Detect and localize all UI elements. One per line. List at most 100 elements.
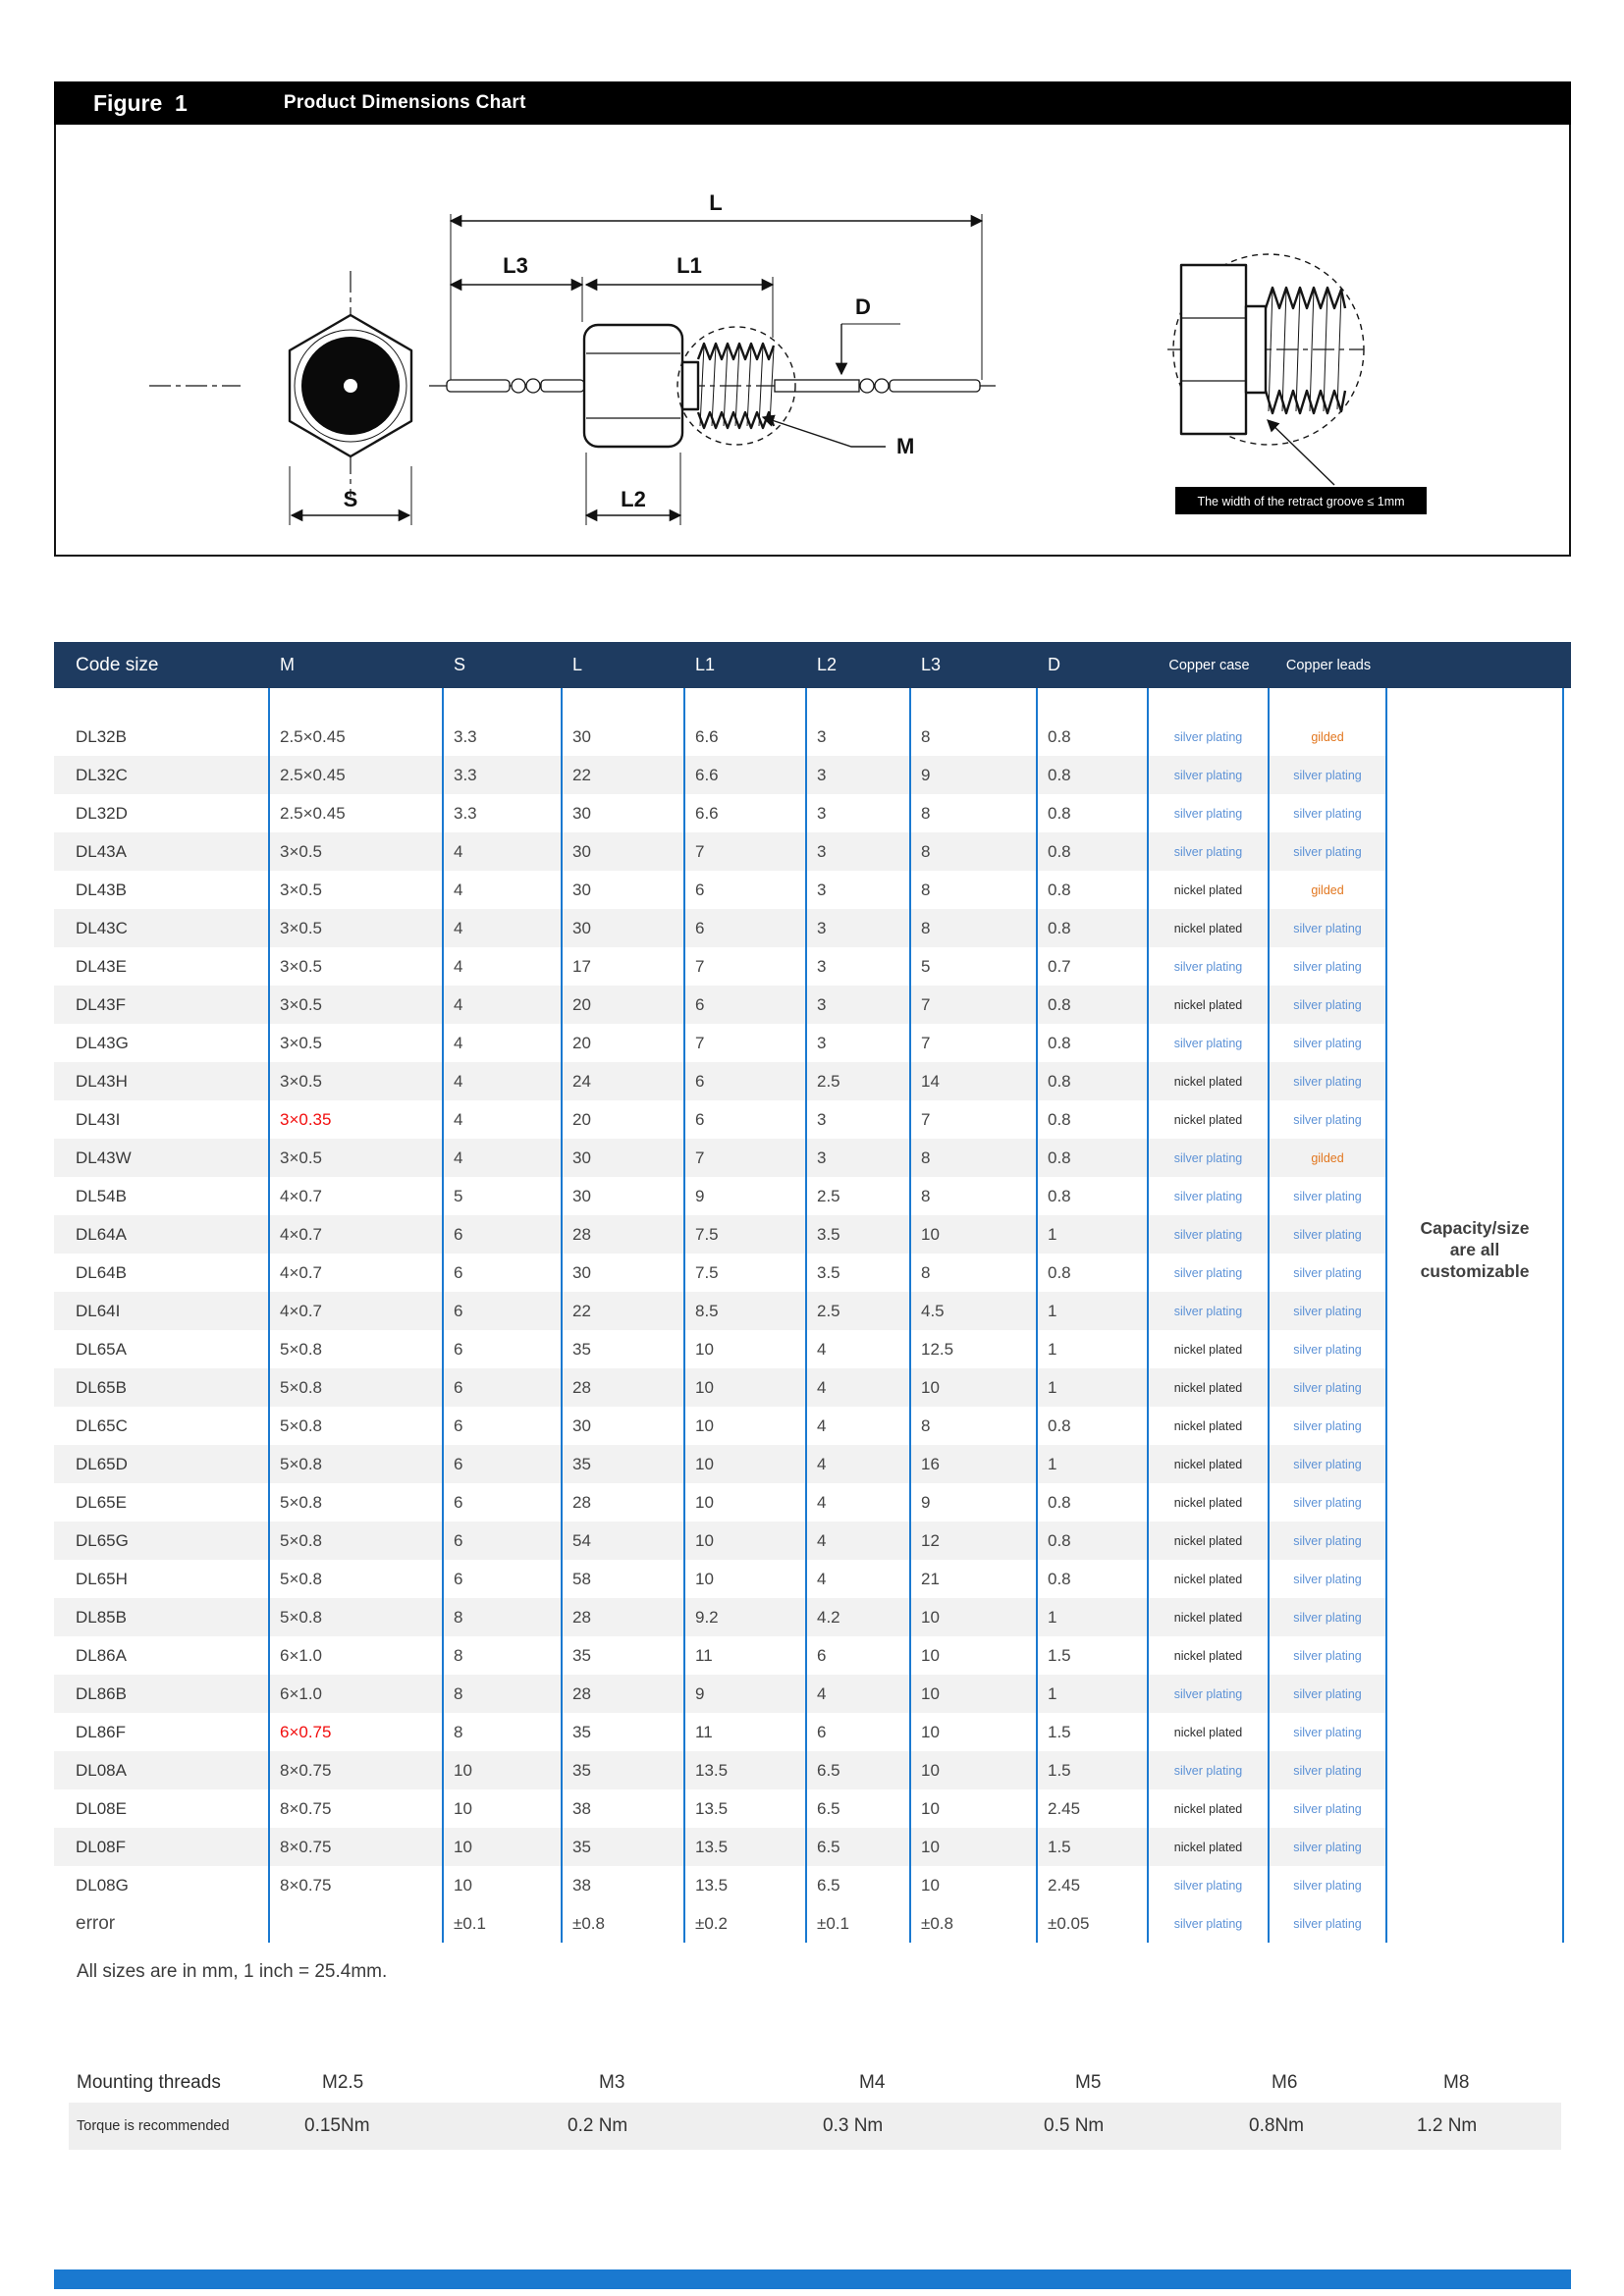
- thread-size: M5: [1075, 2072, 1102, 2093]
- cell-case: nickel plated: [1149, 1483, 1270, 1522]
- cell-d: 0.8: [1038, 909, 1149, 947]
- header-l1: L1: [695, 655, 716, 674]
- cell-s: 6: [444, 1483, 563, 1522]
- cell-leads: gilded: [1270, 1139, 1387, 1177]
- cell-l2: 6: [807, 1713, 911, 1751]
- cell-d: 0.8: [1038, 756, 1149, 794]
- dim-label-s: S: [344, 487, 358, 511]
- cell-leads: silver plating: [1270, 1062, 1387, 1100]
- cell-l1: 7.5: [685, 1215, 807, 1254]
- cell-l3: 10: [911, 1789, 1038, 1828]
- cell-l3: 10: [911, 1368, 1038, 1407]
- cell-s: 6: [444, 1445, 563, 1483]
- retract-groove-note: The width of the retract groove ≤ 1mm: [1175, 487, 1427, 514]
- cell-m: 3×0.5: [270, 832, 444, 871]
- cell-l3: 8: [911, 794, 1038, 832]
- cell-case: nickel plated: [1149, 1330, 1270, 1368]
- cell-l3: 16: [911, 1445, 1038, 1483]
- cell-l: 35: [563, 1636, 685, 1675]
- cell-d: 1: [1038, 1330, 1149, 1368]
- cell-s: 6: [444, 1522, 563, 1560]
- side-view-drawing: [429, 323, 1001, 449]
- cell-l3: 9: [911, 756, 1038, 794]
- cell-leads: silver plating: [1270, 1330, 1387, 1368]
- cell-l3: 10: [911, 1828, 1038, 1866]
- cell-l1: 8.5: [685, 1292, 807, 1330]
- cell-d: ±0.05: [1038, 1904, 1149, 1943]
- cell-case: silver plating: [1149, 1024, 1270, 1062]
- cell-m: 8×0.75: [270, 1751, 444, 1789]
- cell-s: 4: [444, 1062, 563, 1100]
- dim-label-l1: L1: [677, 253, 702, 278]
- thread-size: M4: [859, 2072, 886, 2093]
- cell-s: 10: [444, 1866, 563, 1904]
- cell-l1: 6: [685, 986, 807, 1024]
- bottom-accent-bar: [54, 2269, 1571, 2289]
- cell-leads: gilded: [1270, 718, 1387, 756]
- cell-s: 6: [444, 1560, 563, 1598]
- cell-leads: silver plating: [1270, 1866, 1387, 1904]
- cell-code: DL32B: [54, 718, 270, 756]
- cell-case: silver plating: [1149, 1215, 1270, 1254]
- customizable-note: Capacity/size are all customizable: [1420, 1218, 1530, 1281]
- header-copper-leads: Copper leads: [1285, 657, 1372, 673]
- cell-l3: 7: [911, 1024, 1038, 1062]
- cell-l3: 8: [911, 871, 1038, 909]
- cell-m: 6×0.75: [270, 1713, 444, 1751]
- cell-s: 6: [444, 1215, 563, 1254]
- cell-s: 3.3: [444, 794, 563, 832]
- cell-d: 1: [1038, 1598, 1149, 1636]
- cell-d: 1: [1038, 1215, 1149, 1254]
- cell-l3: 14: [911, 1062, 1038, 1100]
- cell-l3: 8: [911, 909, 1038, 947]
- cell-code: DL65E: [54, 1483, 270, 1522]
- cell-leads: silver plating: [1270, 1177, 1387, 1215]
- cell-leads: silver plating: [1270, 1445, 1387, 1483]
- cell-l: 28: [563, 1368, 685, 1407]
- cell-case: silver plating: [1149, 718, 1270, 756]
- cell-case: nickel plated: [1149, 1100, 1270, 1139]
- cell-leads: silver plating: [1270, 1215, 1387, 1254]
- cell-l3: 8: [911, 832, 1038, 871]
- mounting-threads-row: Mounting threads M2.5 M3 M4 M5 M6 M8: [69, 2063, 1561, 2103]
- cell-code: DL65G: [54, 1522, 270, 1560]
- cell-d: 0.8: [1038, 1254, 1149, 1292]
- cell-case: silver plating: [1149, 1904, 1270, 1943]
- cell-leads: silver plating: [1270, 1751, 1387, 1789]
- cell-l2: 2.5: [807, 1292, 911, 1330]
- cell-d: 0.8: [1038, 794, 1149, 832]
- torque-value: 0.5 Nm: [1044, 2115, 1105, 2136]
- cell-d: 0.8: [1038, 718, 1149, 756]
- cell-code: DL86A: [54, 1636, 270, 1675]
- cell-leads: silver plating: [1270, 1100, 1387, 1139]
- cell-m: 3×0.5: [270, 1139, 444, 1177]
- cell-leads: silver plating: [1270, 1789, 1387, 1828]
- cell-l3: 8: [911, 1177, 1038, 1215]
- figure-label: Figure 1: [93, 89, 188, 116]
- cell-l1: 6: [685, 871, 807, 909]
- cell-case: silver plating: [1149, 794, 1270, 832]
- cell-l3: 8: [911, 1407, 1038, 1445]
- dim-label-l: L: [709, 190, 722, 215]
- cell-m: [270, 1904, 444, 1943]
- cell-l2: 4: [807, 1560, 911, 1598]
- header-m: M: [280, 655, 295, 674]
- cell-m: 5×0.8: [270, 1407, 444, 1445]
- cell-code: DL08E: [54, 1789, 270, 1828]
- cell-d: 1: [1038, 1445, 1149, 1483]
- cell-s: 6: [444, 1368, 563, 1407]
- cell-m: 5×0.8: [270, 1330, 444, 1368]
- cell-l1: 11: [685, 1636, 807, 1675]
- cell-code: DL08G: [54, 1866, 270, 1904]
- cell-m: 2.5×0.45: [270, 718, 444, 756]
